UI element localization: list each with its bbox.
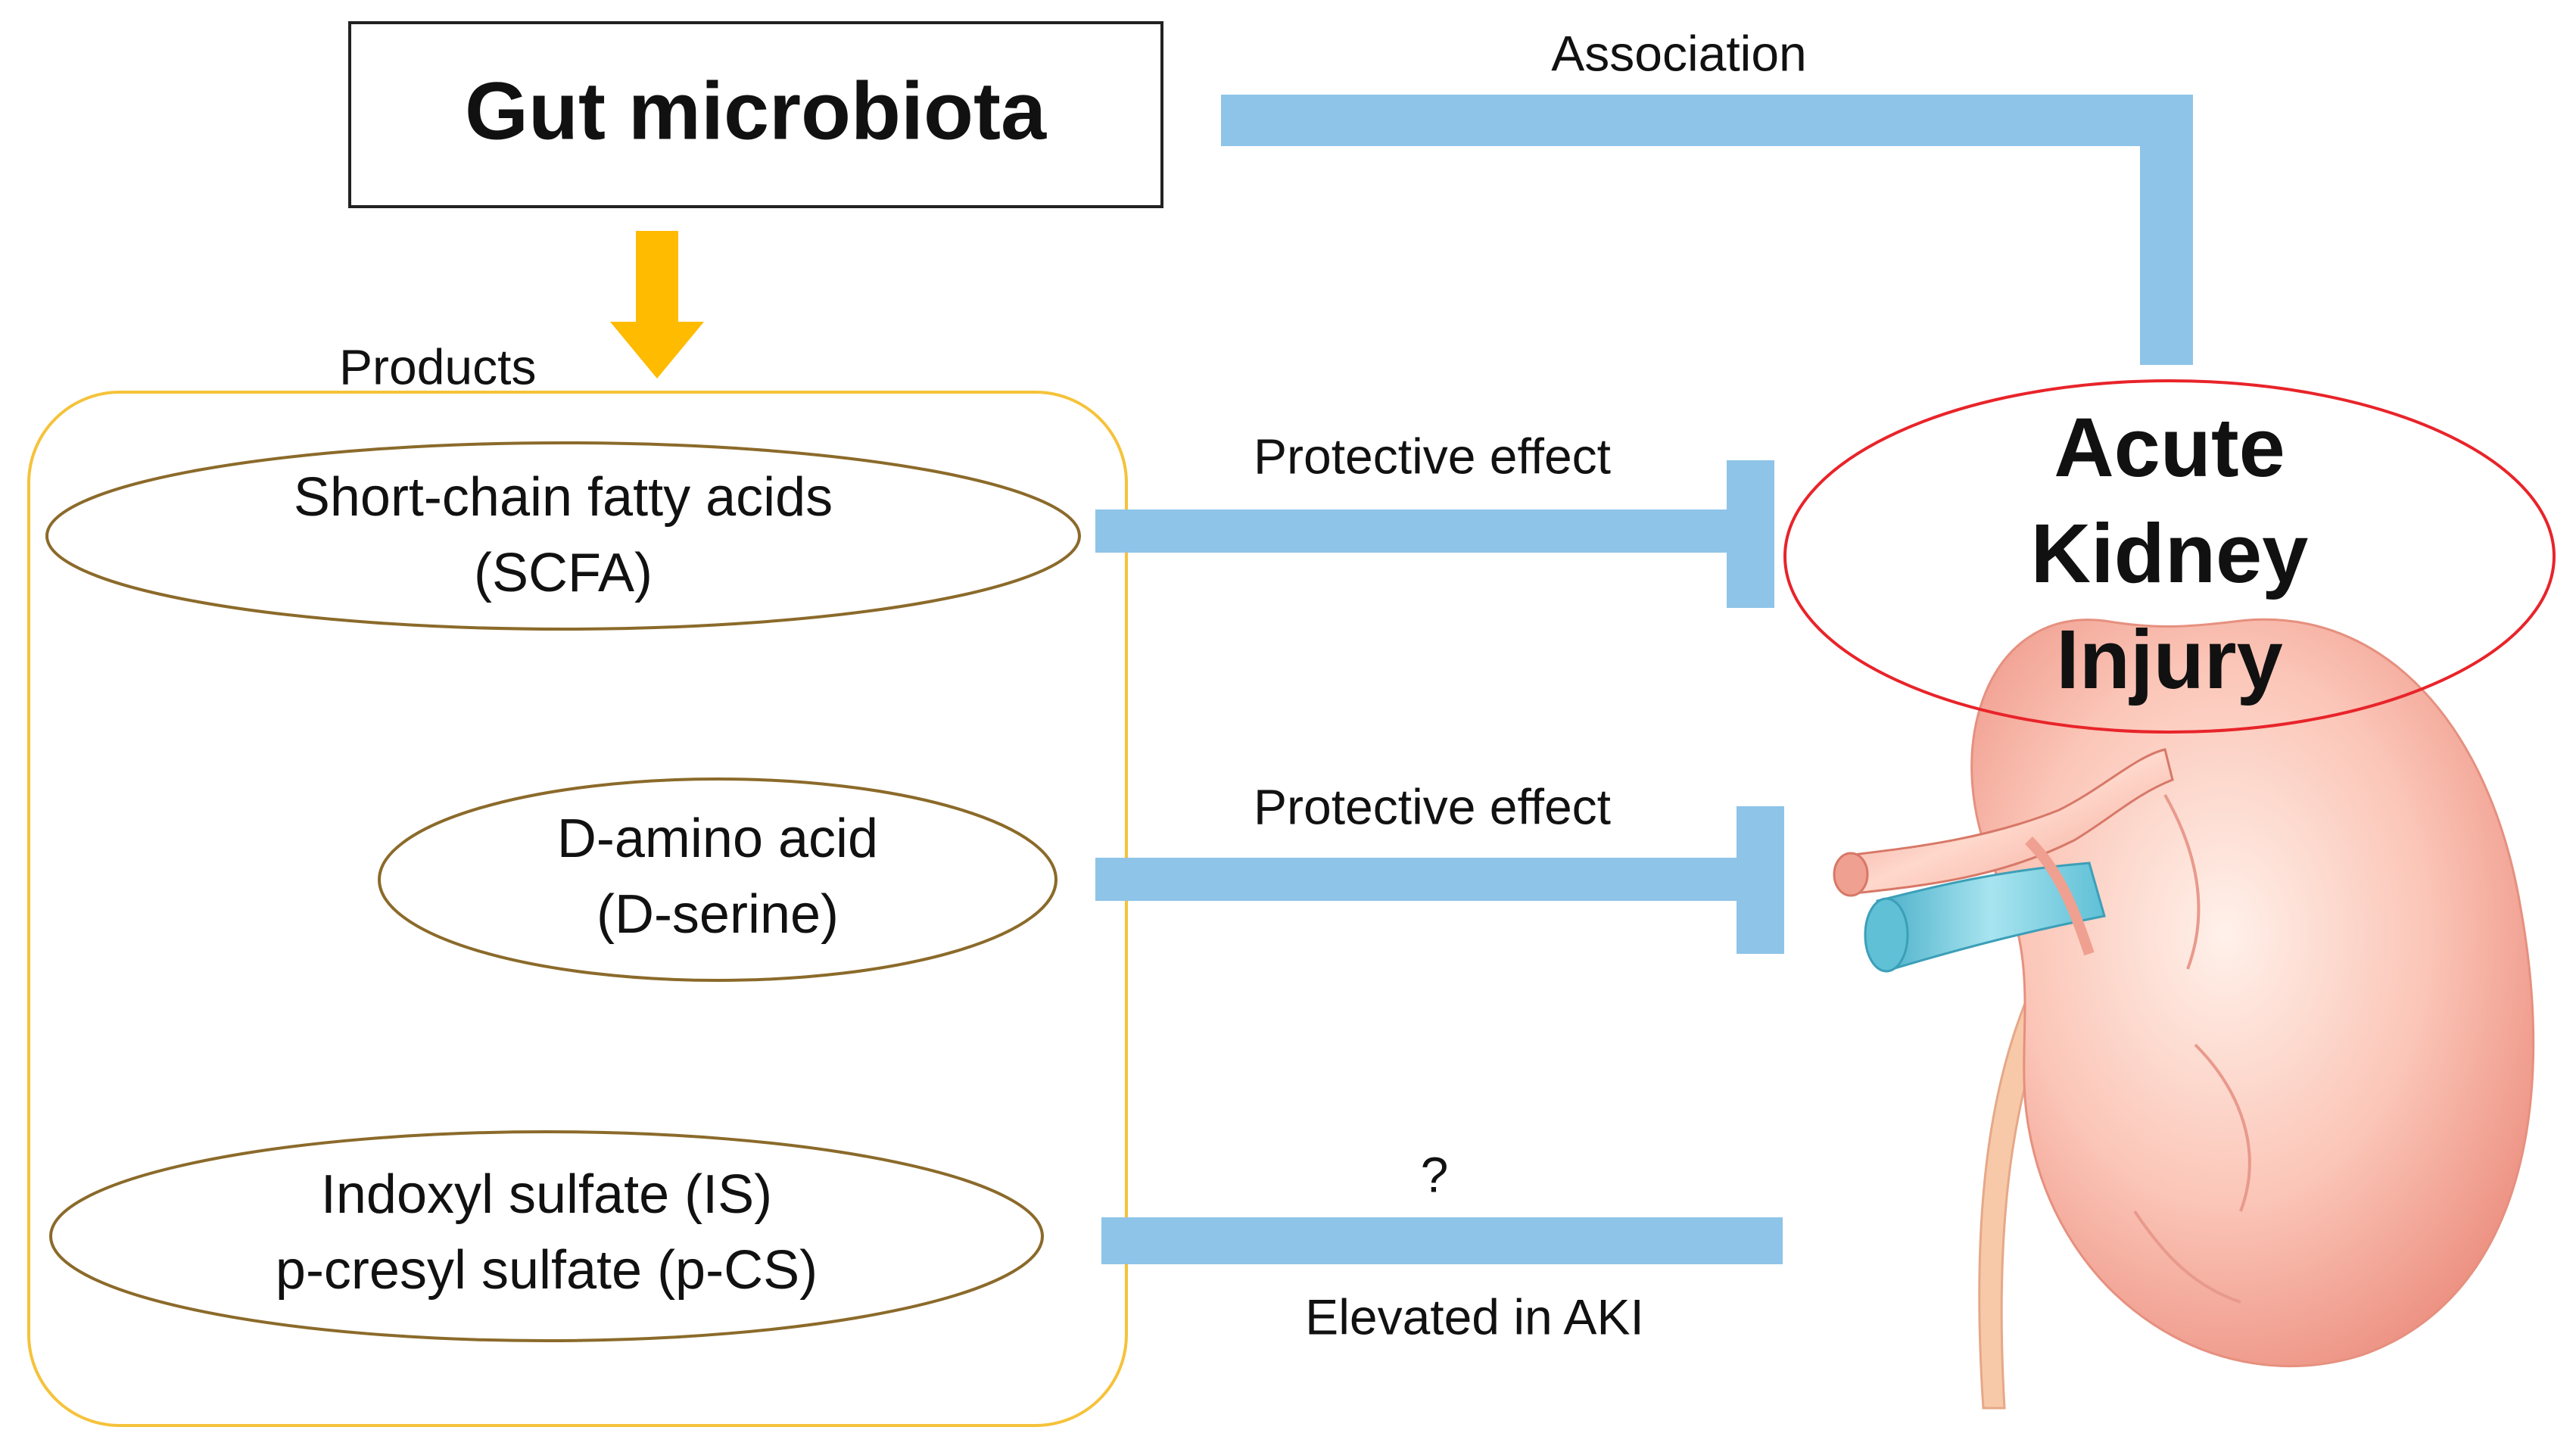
aki-line1: Acute	[2054, 401, 2285, 494]
gut-microbiota-node: Gut microbiota	[348, 21, 1163, 208]
kidney-lobe-contour-2	[2194, 1043, 2251, 1212]
uremic-toxins-node: Indoxyl sulfate (IS) p-cresyl sulfate (p…	[49, 1130, 1044, 1342]
association-line	[1221, 95, 2193, 365]
renal-artery-icon	[1846, 748, 2174, 895]
d-amino-inhibition-bar	[1737, 806, 1784, 954]
renal-artery-opening	[1833, 852, 1869, 897]
down-arrow-icon	[610, 231, 704, 379]
gut-microbiota-title: Gut microbiota	[465, 65, 1047, 157]
kidney-icon	[1970, 618, 2535, 1367]
renal-artery-branch	[2025, 837, 2095, 956]
uremic-toxins-line	[1101, 1217, 1783, 1264]
d-amino-acid-node: D-amino acid (D-serine)	[378, 777, 1057, 982]
uremic-toxins-line2: p-cresyl sulfate (p-CS)	[276, 1240, 818, 1301]
scfa-inhibition-bar	[1727, 460, 1774, 608]
renal-vein-opening	[1864, 897, 1909, 973]
products-group: Products	[27, 338, 1128, 1427]
d-amino-acid-ellipse	[378, 777, 1057, 982]
association-label: Association	[1551, 25, 1807, 81]
products-label: Products	[339, 338, 536, 394]
gut-microbiota-box	[348, 21, 1163, 208]
aki-node: Acute Kidney Injury	[1783, 379, 2556, 734]
scfa-effect-label: Protective effect	[1254, 428, 1611, 484]
products-arrow	[610, 231, 704, 379]
kidney-lobe-contour-1	[2163, 794, 2201, 970]
elevated-label: Elevated in AKI	[1305, 1288, 1644, 1345]
association-connector: Association	[1221, 25, 2193, 365]
renal-vein-icon	[1876, 862, 2106, 971]
scfa-node: Short-chain fatty acids (SCFA)	[45, 441, 1081, 631]
scfa-line1: Short-chain fatty acids	[294, 467, 833, 528]
d-amino-inhibition-connector: Protective effect	[1095, 778, 1784, 954]
uremic-toxins-connector: ? Elevated in AKI	[1101, 1146, 1783, 1345]
uremic-toxins-ellipse	[49, 1130, 1044, 1342]
products-group-border	[27, 391, 1128, 1427]
scfa-ellipse	[45, 441, 1081, 631]
scfa-inhibition-connector: Protective effect	[1095, 428, 1774, 608]
d-amino-acid-line1: D-amino acid	[557, 809, 878, 869]
d-amino-inhibition-line	[1095, 858, 1746, 901]
scfa-line2: (SCFA)	[474, 543, 653, 603]
d-amino-effect-label: Protective effect	[1254, 778, 1611, 834]
aki-line2: Kidney	[2031, 507, 2309, 600]
kidney-lobe-contour-3	[2133, 1210, 2241, 1304]
kidney-illustration	[1833, 618, 2535, 1410]
aki-ellipse	[1783, 379, 2556, 734]
uremic-toxins-line1: Indoxyl sulfate (IS)	[321, 1164, 772, 1225]
uremic-question-label: ?	[1421, 1146, 1449, 1202]
scfa-inhibition-line	[1095, 509, 1739, 553]
aki-line3: Injury	[2056, 613, 2283, 706]
d-amino-acid-line2: (D-serine)	[596, 884, 839, 945]
